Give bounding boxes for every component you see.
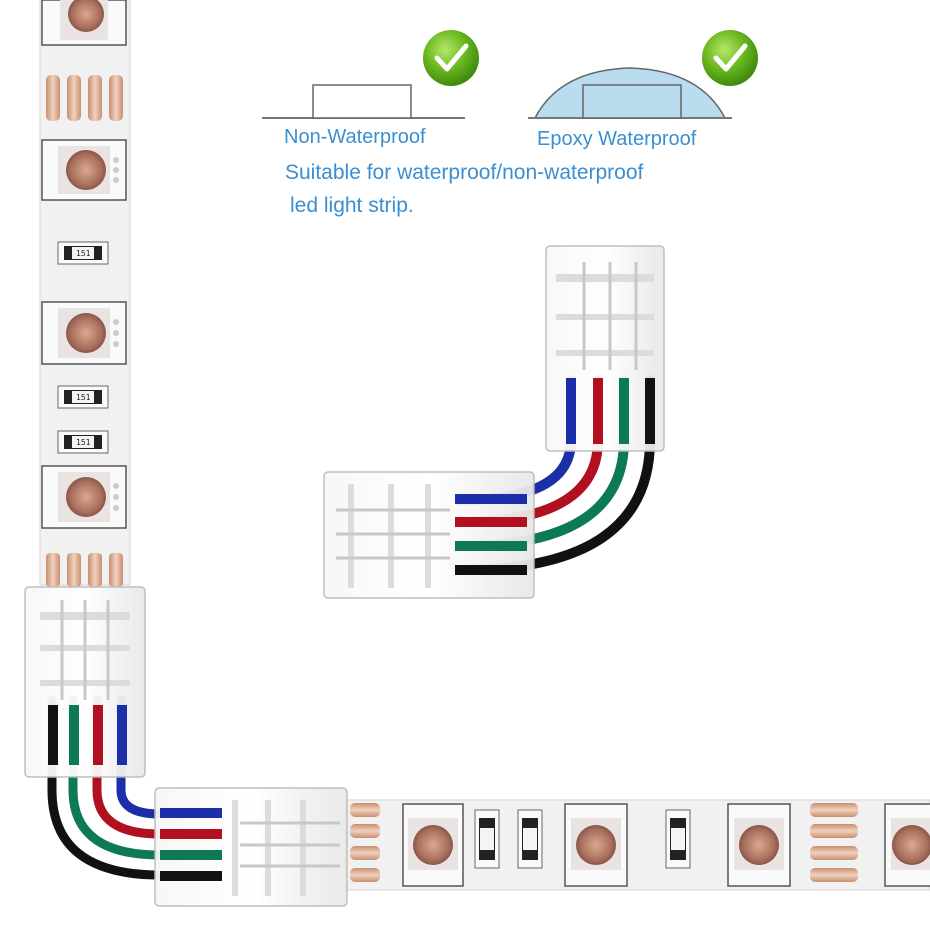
non-waterproof-diagram: [262, 84, 465, 119]
smd-resistor: 151: [57, 241, 109, 265]
led-chip: [884, 803, 930, 887]
led-chip: [41, 139, 127, 201]
smd-resistor: 151: [57, 430, 109, 454]
led-chip: [41, 301, 127, 365]
check-circle-icon: [702, 30, 758, 86]
led-chip: [402, 803, 464, 887]
led-chip: [564, 803, 628, 887]
compatibility-description-line2: led light strip.: [290, 194, 414, 217]
smd-resistor: [517, 809, 543, 869]
non-waterproof-label: Non-Waterproof: [284, 126, 426, 148]
epoxy-waterproof-label: Epoxy Waterproof: [537, 128, 697, 150]
standalone-l-connector: [323, 245, 665, 599]
epoxy-waterproof-diagram: [528, 67, 732, 119]
led-chip: [41, 465, 127, 529]
compatibility-description-line1: Suitable for waterproof/non-waterproof: [285, 161, 644, 184]
led-chip: [41, 0, 127, 46]
smd-resistor: [665, 809, 691, 869]
check-circle-icon: [423, 30, 479, 86]
smd-resistor: [474, 809, 500, 869]
horizontal-led-strip: [344, 799, 930, 891]
installed-l-connector: [24, 586, 348, 907]
resistor-code: 151: [76, 393, 91, 402]
resistor-code: 151: [76, 438, 91, 447]
resistor-code: 151: [76, 249, 91, 258]
led-chip: [727, 803, 791, 887]
vertical-led-strip: 151 151 151: [39, 0, 131, 587]
smd-resistor: 151: [57, 385, 109, 409]
